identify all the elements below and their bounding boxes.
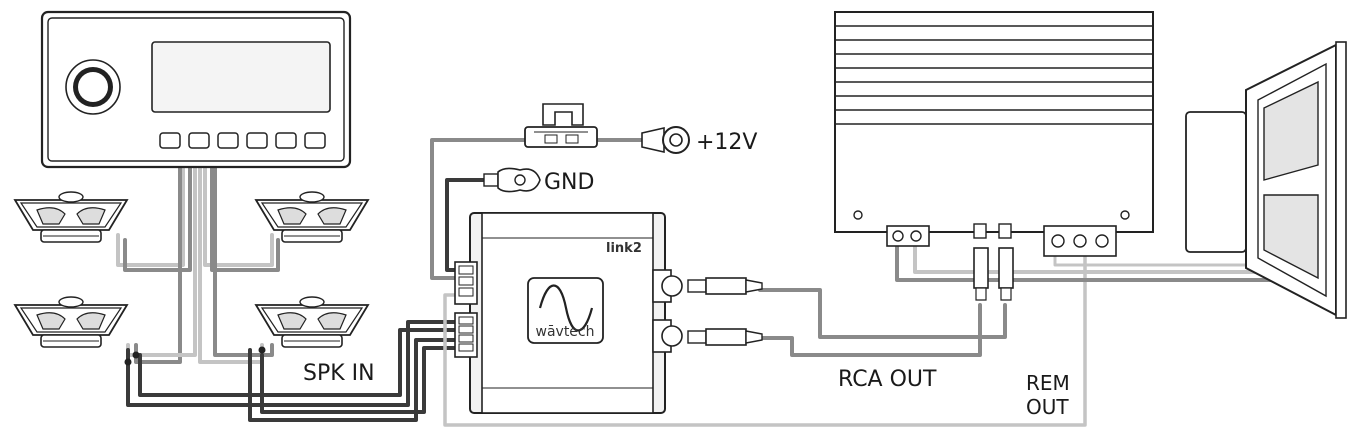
- speaker-icon: [14, 296, 128, 348]
- wire-rca-out-1: [758, 288, 1007, 339]
- wire-headunit-front-left-b: [123, 166, 192, 272]
- wire-amp-sub-1: [895, 243, 1292, 282]
- ring-terminal-icon: [641, 126, 690, 154]
- speaker-icon: [14, 191, 128, 243]
- wire-spk-in-2: [138, 328, 464, 397]
- wire-amp-sub-2: [913, 243, 1292, 274]
- rca-output-jacks: [652, 269, 683, 353]
- wire-headunit-rear-right-b: [213, 166, 274, 357]
- speaker-icon: [255, 296, 369, 348]
- wire-spk-in-3: [248, 338, 464, 422]
- head-unit-buttons: [159, 132, 326, 149]
- wire-12v: [430, 138, 532, 280]
- head-unit-icon: [40, 10, 352, 169]
- label-rem-line1: REM: [1026, 371, 1070, 395]
- device-brand: wāvtech: [536, 324, 595, 340]
- wire-rca-out-2: [758, 303, 982, 357]
- wire-rem-out: [443, 250, 1087, 427]
- ground-terminal-icon: [483, 167, 541, 193]
- link2-device: wāvtech link2: [454, 212, 683, 414]
- rca-plug-icon: [687, 277, 763, 346]
- label-12v: +12V: [696, 130, 757, 155]
- label-rca-out: RCA OUT: [838, 367, 937, 392]
- label-gnd: GND: [544, 170, 594, 195]
- label-spk-in: SPK IN: [303, 361, 375, 386]
- fuse-holder-icon: [524, 103, 598, 148]
- wire-headunit-front-left: [116, 166, 185, 267]
- wire-headunit-front-right: [203, 166, 274, 267]
- subwoofer-icon: [1185, 41, 1347, 319]
- wire-headunit-front-right-b: [210, 166, 280, 272]
- wire-spk-in-1: [126, 320, 464, 407]
- device-model: link2: [606, 241, 642, 256]
- power-terminal-block: [454, 261, 478, 305]
- wire-junctions: [124, 346, 266, 366]
- label-rem-line2: OUT: [1026, 395, 1069, 419]
- rca-plug-icon: [973, 247, 1014, 301]
- speaker-input-terminal-block: [454, 312, 478, 358]
- amplifier-icon: [834, 11, 1154, 257]
- sine-wave-icon: [538, 284, 594, 332]
- wire-spk-in-4: [260, 346, 464, 414]
